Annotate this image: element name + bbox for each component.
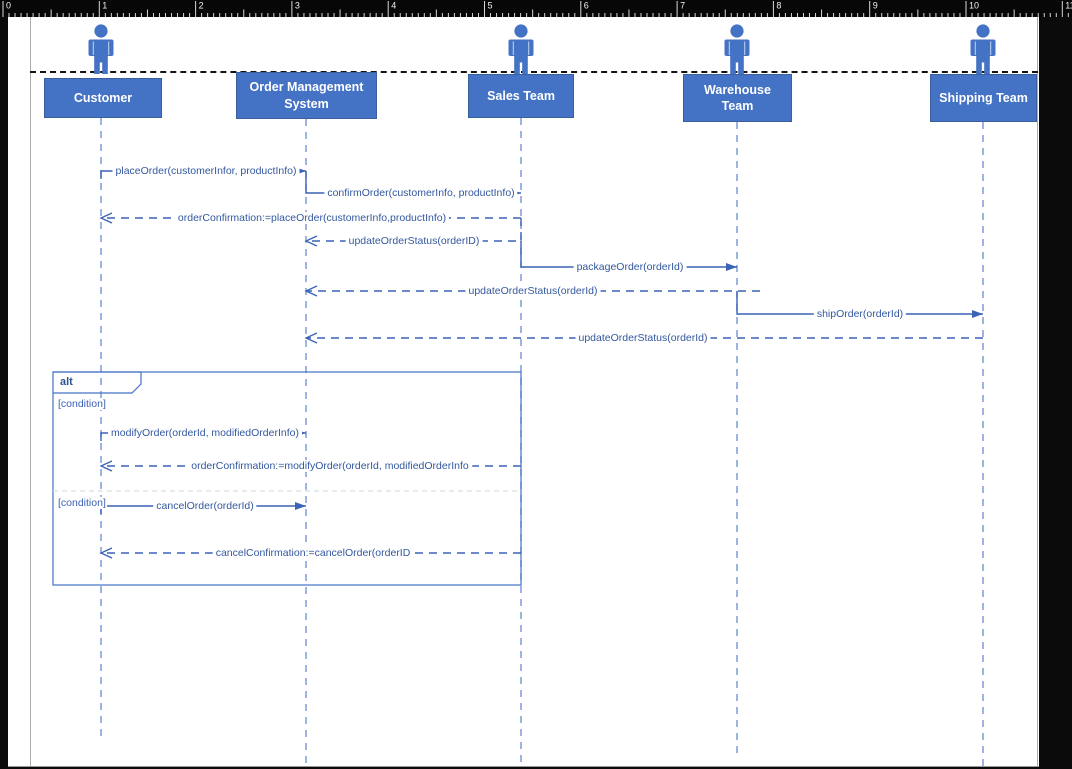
ruler-unit-label: 2 [199,1,204,11]
drawing-page[interactable]: placeOrder(customerInfor, productInfo)co… [8,17,1039,767]
actor-box-label: Order Management System [249,80,364,111]
filled-arrowhead-icon [510,189,521,197]
ruler-unit-label: 5 [488,1,493,11]
open-arrowhead-icon [99,547,113,559]
ruler-unit-label: 9 [873,1,878,11]
ruler-unit-label: 11 [1065,1,1072,11]
filled-arrowhead-icon [295,502,306,510]
open-arrowhead-icon [304,332,318,344]
message-line[interactable] [736,291,983,315]
person-actor-icon[interactable] [723,24,751,79]
filled-arrowhead-icon [972,310,983,318]
actor-box-label: Customer [73,90,133,105]
ruler-unit-label: 6 [584,1,589,11]
actor-box-label: Sales Team [487,88,555,103]
horizontal-ruler: 0 1 2 3 4 5 6 7 8 9 10 11 [0,0,1072,17]
ruler-ticks: 0 1 2 3 4 5 6 7 8 9 10 11 [2,1,1072,17]
page-margin-guide-right [1037,17,1038,766]
open-arrowhead-icon [99,212,113,224]
person-actor-icon[interactable] [507,24,535,79]
open-arrowhead-icon [99,460,113,472]
actor-box-warehouse-team[interactable]: Warehouse Team [683,74,792,122]
alt-fragment-frame[interactable] [52,371,522,586]
actor-box-customer[interactable]: Customer [44,78,162,118]
filled-arrowhead-icon [726,263,737,271]
ruler-unit-label: 3 [295,1,300,11]
message-line[interactable] [100,432,306,441]
alt-fragment-tab [53,371,142,394]
filled-arrowhead-icon [295,429,306,437]
actor-box-order-management-system[interactable]: Order Management System [236,72,377,119]
ruler-unit-label: 8 [776,1,781,11]
sequence-diagram-layer [52,118,984,766]
actor-box-label: Shipping Team [939,90,1028,105]
actor-box-label: Warehouse Team [704,82,771,113]
person-actor-icon[interactable] [969,24,997,79]
open-arrowhead-icon [304,235,318,247]
ruler-unit-label: 4 [391,1,396,11]
open-arrowhead-icon [304,285,318,297]
message-line[interactable] [520,241,737,268]
ruler-unit-label: 0 [6,1,11,11]
page-margin-guide-left [30,17,31,766]
ruler-unit-label: 10 [969,1,979,11]
ruler-unit-label: 7 [680,1,685,11]
message-line[interactable] [305,171,521,194]
actor-box-shipping-team[interactable]: Shipping Team [930,74,1037,122]
message-line[interactable] [100,505,306,514]
filled-arrowhead-icon [295,167,306,175]
message-line[interactable] [100,170,306,179]
actor-box-sales-team[interactable]: Sales Team [468,74,574,118]
ruler-unit-label: 1 [102,1,107,11]
actor-separator-dashed-line [30,71,1038,73]
message-line[interactable] [306,218,522,242]
person-actor-icon[interactable] [87,24,115,79]
